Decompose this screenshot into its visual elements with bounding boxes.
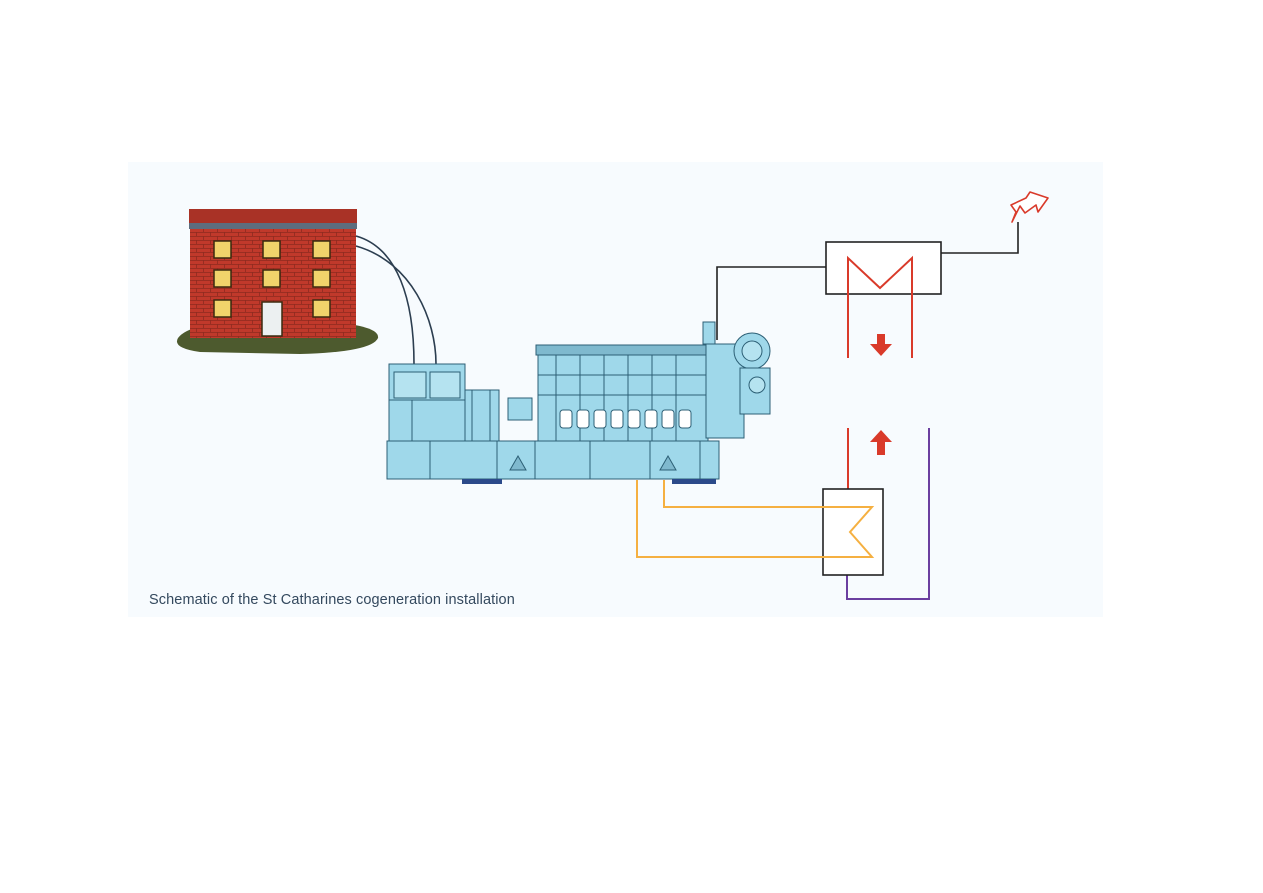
jacket-water-heat-exchanger (822, 488, 884, 576)
genset-foot-left (462, 479, 502, 484)
building-eave (189, 223, 357, 229)
building-icon (176, 209, 379, 354)
generator-coupling (464, 389, 500, 442)
building-windows (213, 240, 331, 318)
exhaust-heat-exchanger-coil (847, 255, 913, 358)
building-roof (189, 209, 357, 223)
exhaust-duct (716, 222, 1019, 340)
genset-mount-right (659, 454, 677, 471)
genset-mount-left (509, 454, 527, 471)
jacket-water-heat-exchanger-box (822, 488, 884, 576)
charge-air-cooler (739, 367, 771, 415)
engine-valve-covers (535, 344, 711, 356)
exhaust-heat-exchanger-box (825, 241, 942, 295)
genset-foot-right (672, 479, 716, 484)
engine-generator-icon (386, 321, 771, 484)
engine-exhaust-stub (702, 321, 716, 345)
power-cables (355, 235, 437, 365)
arrow-down-icon (870, 334, 892, 356)
engine-cylinders (559, 409, 692, 429)
coolant-circuit (636, 480, 875, 558)
building-door (261, 301, 283, 337)
figure-caption: Schematic of the St Catharines cogenerat… (149, 592, 515, 608)
genset-base-frame (386, 440, 720, 480)
exhaust-arrow-icon (1010, 191, 1049, 223)
exhaust-heat-exchanger (825, 241, 942, 358)
arrow-up-icon (870, 430, 892, 455)
return-water-line (846, 428, 930, 600)
